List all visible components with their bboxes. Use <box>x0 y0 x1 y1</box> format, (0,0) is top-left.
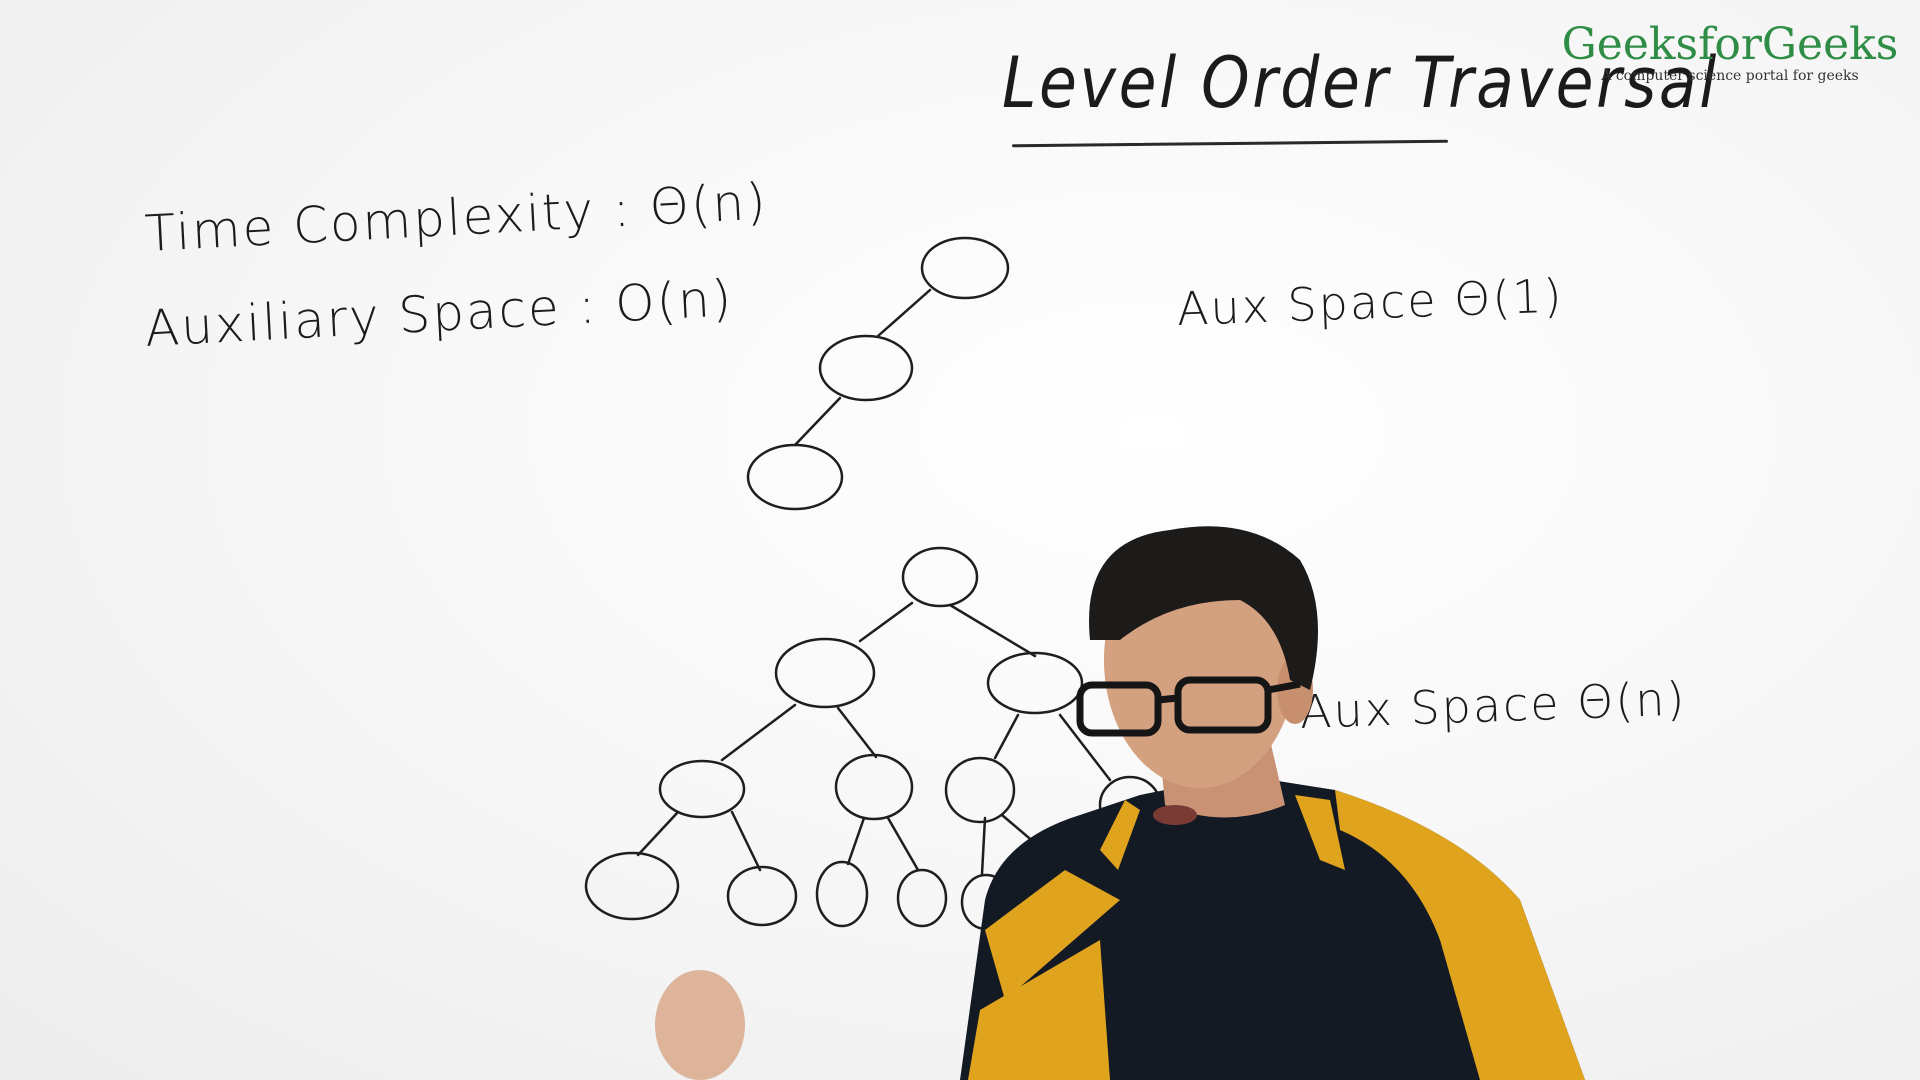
collar-stripe <box>1295 795 1345 870</box>
tree-edge <box>886 816 920 872</box>
presenter-glasses <box>1076 676 1301 737</box>
jacket-yellow-panel <box>968 940 1110 1080</box>
tree-edge <box>876 288 932 338</box>
tree-edge <box>993 713 1020 760</box>
tree-edge <box>793 396 842 447</box>
skewed-tree <box>746 236 1010 511</box>
tree-node <box>584 851 680 921</box>
jacket-yellow-panel <box>985 870 1120 1000</box>
tree-node <box>896 868 948 928</box>
tree-edge <box>720 703 797 762</box>
tree-edge <box>948 603 1037 658</box>
tree-edge <box>1058 713 1112 782</box>
logo-name: GeeksforGeeks <box>1561 19 1899 70</box>
logo-tagline: A computer science portal for geeks <box>1601 68 1859 84</box>
geeksforgeeks-logo: GeeksforGeeks A computer science portal … <box>1560 19 1900 85</box>
tree-edge <box>730 810 762 872</box>
tree-node <box>986 651 1084 715</box>
presenter-mouth <box>1153 805 1197 825</box>
tree-node <box>834 753 914 821</box>
tree-node <box>774 637 876 709</box>
tree-edge <box>980 816 987 876</box>
tree-node <box>920 236 1010 300</box>
board-title: Level Order Traversal <box>1002 42 1719 124</box>
tree-edge <box>636 810 680 857</box>
presenter-hand <box>655 970 745 1080</box>
tree-node <box>818 334 914 402</box>
tree-node <box>815 860 869 928</box>
tree-edge <box>846 816 866 866</box>
tree-node <box>746 443 844 511</box>
tree-node <box>901 546 979 608</box>
tree-edge <box>836 706 878 759</box>
tree-node <box>726 865 798 927</box>
tree-node <box>658 759 746 819</box>
tree-node <box>944 756 1016 824</box>
tree-edge <box>858 601 914 643</box>
presenter-hair <box>1089 526 1318 690</box>
collar-stripe <box>1100 800 1140 870</box>
jacket-yellow-panel <box>1335 790 1585 1080</box>
